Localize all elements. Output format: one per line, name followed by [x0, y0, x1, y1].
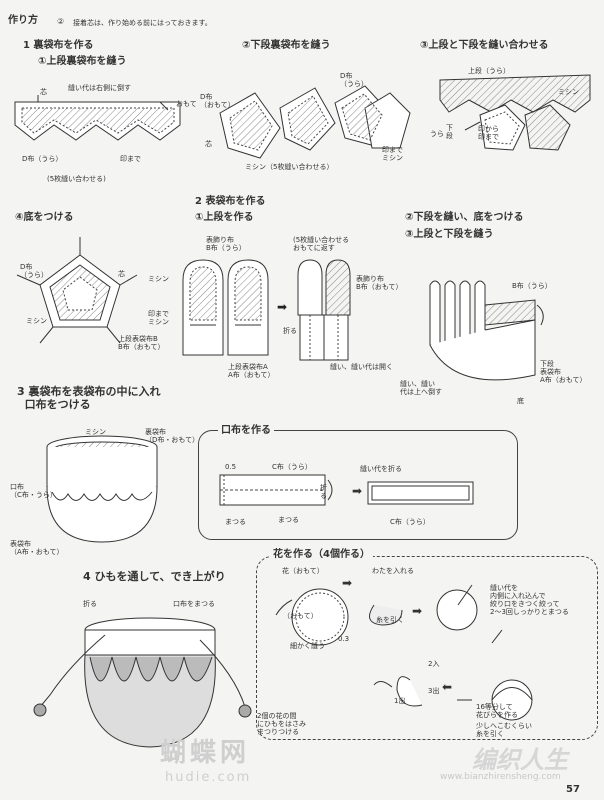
- mark2-label: 印から 印まで: [478, 125, 499, 141]
- seam-up-label: 縫い、縫い 代は上へ倒す: [400, 380, 442, 396]
- step2-sub3: ③上段と下段を縫う: [405, 229, 494, 240]
- hana-omote-label: （おもて）: [283, 612, 318, 620]
- stitch-label: 細かく縫う: [290, 642, 325, 650]
- step1-sub3: ③上段と下段を縫い合わせる: [420, 40, 549, 51]
- core-label-3: 芯: [118, 270, 125, 278]
- d-ura-label-3: D布 （うら）: [20, 263, 48, 279]
- mouth-dim: 0.5: [225, 463, 237, 471]
- header-number: ②: [57, 17, 65, 26]
- step1-sub2: ②下段裏袋布を縫う: [242, 40, 331, 51]
- bag-assembly-diagram: [46, 435, 158, 543]
- seam-right-label: 縫い代は右側に倒す: [68, 84, 131, 92]
- header-note: 接着芯は、作り始める前にはっておきます。: [73, 19, 212, 27]
- mark-label: 印まで: [120, 155, 141, 163]
- watermark-site: www.bianzhirensheng.com: [440, 772, 561, 782]
- flower-title: 花を作る（4個作る）: [270, 550, 373, 560]
- d-omote-label: D布 （おもて）: [200, 93, 235, 109]
- out1-label: 1出: [394, 697, 406, 705]
- hana-label: 花（おもて）: [282, 567, 324, 575]
- svg-text:➡: ➡: [352, 484, 362, 498]
- upper-lining-diagram: [14, 95, 181, 141]
- pull-label: 糸を引く: [376, 616, 404, 624]
- inner-label: 裏袋布 （D布・おもて）: [145, 428, 200, 444]
- watermark-cn: 蝴蝶网: [160, 738, 251, 768]
- lower-lining-diagram: [219, 85, 411, 159]
- matsuru-label-3: 口布をまつる: [173, 600, 215, 608]
- seam-open-label: 縫い、縫い代は開く: [330, 363, 393, 371]
- upper-a-label: 上段表袋布A A布（おもて）: [228, 363, 275, 379]
- flower-steps-diagram: ➡ ➡ ⬅: [275, 576, 533, 721]
- mishin-label-3: ミシン: [85, 428, 106, 436]
- step1-sub4: ④底をつける: [15, 212, 74, 223]
- step2-title: 2 表袋布を作る: [195, 196, 266, 207]
- core-label-2: 芯: [205, 140, 212, 148]
- matsuru-label: まつる: [225, 518, 246, 526]
- step2-sub2: ②下段を縫い、底をつける: [405, 212, 524, 223]
- bottom-label: 底: [517, 397, 524, 405]
- upper-b-label: 上段表袋布B B布（おもて）: [118, 335, 165, 351]
- svg-text:➡: ➡: [412, 604, 422, 618]
- b-ura-label: B布（うら）: [512, 282, 552, 290]
- fold-label: 折る: [283, 327, 297, 335]
- bottom-diagram: [16, 237, 138, 344]
- mishin-label-2: ミシン: [148, 275, 169, 283]
- outer-label: 表袋布 （A布・おもて）: [10, 540, 64, 556]
- header-title: 作り方: [8, 15, 38, 26]
- d-ura-label-2: D布 （うら）: [340, 72, 368, 88]
- step1-title: 1 裏袋布を作る: [23, 40, 94, 51]
- seam-in-label: 縫い代を 内側に入れ込んで 絞り口をきつく絞って 2〜3回しっかりとまつる: [490, 584, 569, 616]
- lower-a-label: 下段 表袋布 A布（おもて）: [540, 360, 587, 384]
- core-label: 芯: [40, 88, 47, 96]
- step1-sub1: ①上段裏袋布を縫う: [38, 56, 127, 67]
- in2-label: 2入: [428, 660, 440, 668]
- divide-label: 16等分して 花びらを作る: [476, 703, 518, 719]
- watermark-url: hudie.com: [165, 770, 252, 785]
- mark-mishin-label-2: 印まで ミシン: [148, 310, 169, 326]
- outer-assembly-diagram: [429, 280, 544, 381]
- mishin-label: ミシン（5枚縫い合わせる）: [245, 163, 334, 171]
- cotton-label: わたを入れる: [372, 567, 414, 575]
- omote-label: おもて: [176, 100, 197, 108]
- step3-title: 3 裏袋布を表袋布の中に入れ 口布をつける: [17, 385, 161, 411]
- step4-title: 4 ひもを通して、でき上がり: [83, 570, 226, 583]
- fold-label-3: 折る: [83, 600, 97, 608]
- sewn-outer-diagram: [297, 259, 351, 361]
- step2-sub1: ①上段を作る: [195, 212, 254, 223]
- fold-label-2: 折 る: [320, 484, 327, 500]
- finished-bag-diagram: [33, 617, 252, 748]
- decor-label-2: 表飾り布 B布（おもて）: [356, 275, 403, 291]
- five-label: (5枚縫い合わせる): [47, 175, 106, 183]
- pull2-label: 少しへこむくらい 糸を引く: [476, 722, 532, 738]
- mishin3-label: ミシン: [26, 317, 47, 325]
- upper-outer-diagram: [182, 259, 269, 356]
- svg-text:➡: ➡: [342, 576, 352, 590]
- c-ura-label-2: C布（うら）: [390, 518, 430, 526]
- five-label-2: (5枚縫い合わせる おもてに返す: [293, 236, 350, 252]
- mishin2-label: ミシン: [558, 88, 579, 96]
- joined-lining-diagram: [439, 74, 591, 151]
- flower-panel: [256, 556, 598, 740]
- upper-label: 上段（うら）: [468, 67, 510, 75]
- d-ura-label: D布（うら）: [22, 155, 63, 163]
- seam-fold-label: 縫い代を折る: [360, 465, 402, 473]
- c-ura-label: C布（うら）: [272, 463, 312, 471]
- watermark-brand: 编织人生: [472, 746, 568, 774]
- lower-label: 下 段: [446, 124, 453, 140]
- mouth-cloth-diagram: ➡: [219, 474, 474, 506]
- svg-text:⬅: ⬅: [442, 680, 452, 694]
- mouth-cloth-panel: [198, 430, 518, 540]
- matsuru-label-2: まつる: [278, 516, 299, 524]
- flowers-label: 2個の花の間 にひもをはさみ まつりつける: [257, 712, 306, 736]
- arrow-right-icon: ➡: [277, 300, 288, 314]
- mark-mishin-label: 印まで ミシン: [382, 146, 403, 162]
- decor-label: 表飾り布 B布（うら）: [206, 236, 246, 252]
- flower-dim: 0.3: [338, 635, 350, 643]
- out3-label: 3出: [428, 687, 440, 695]
- mouth-cloth-title: 口布を作る: [218, 426, 274, 436]
- mouth-label: 口布 （C布・うら）: [10, 483, 57, 499]
- ura-label: うら: [430, 130, 444, 138]
- page-number: 57: [566, 784, 580, 795]
